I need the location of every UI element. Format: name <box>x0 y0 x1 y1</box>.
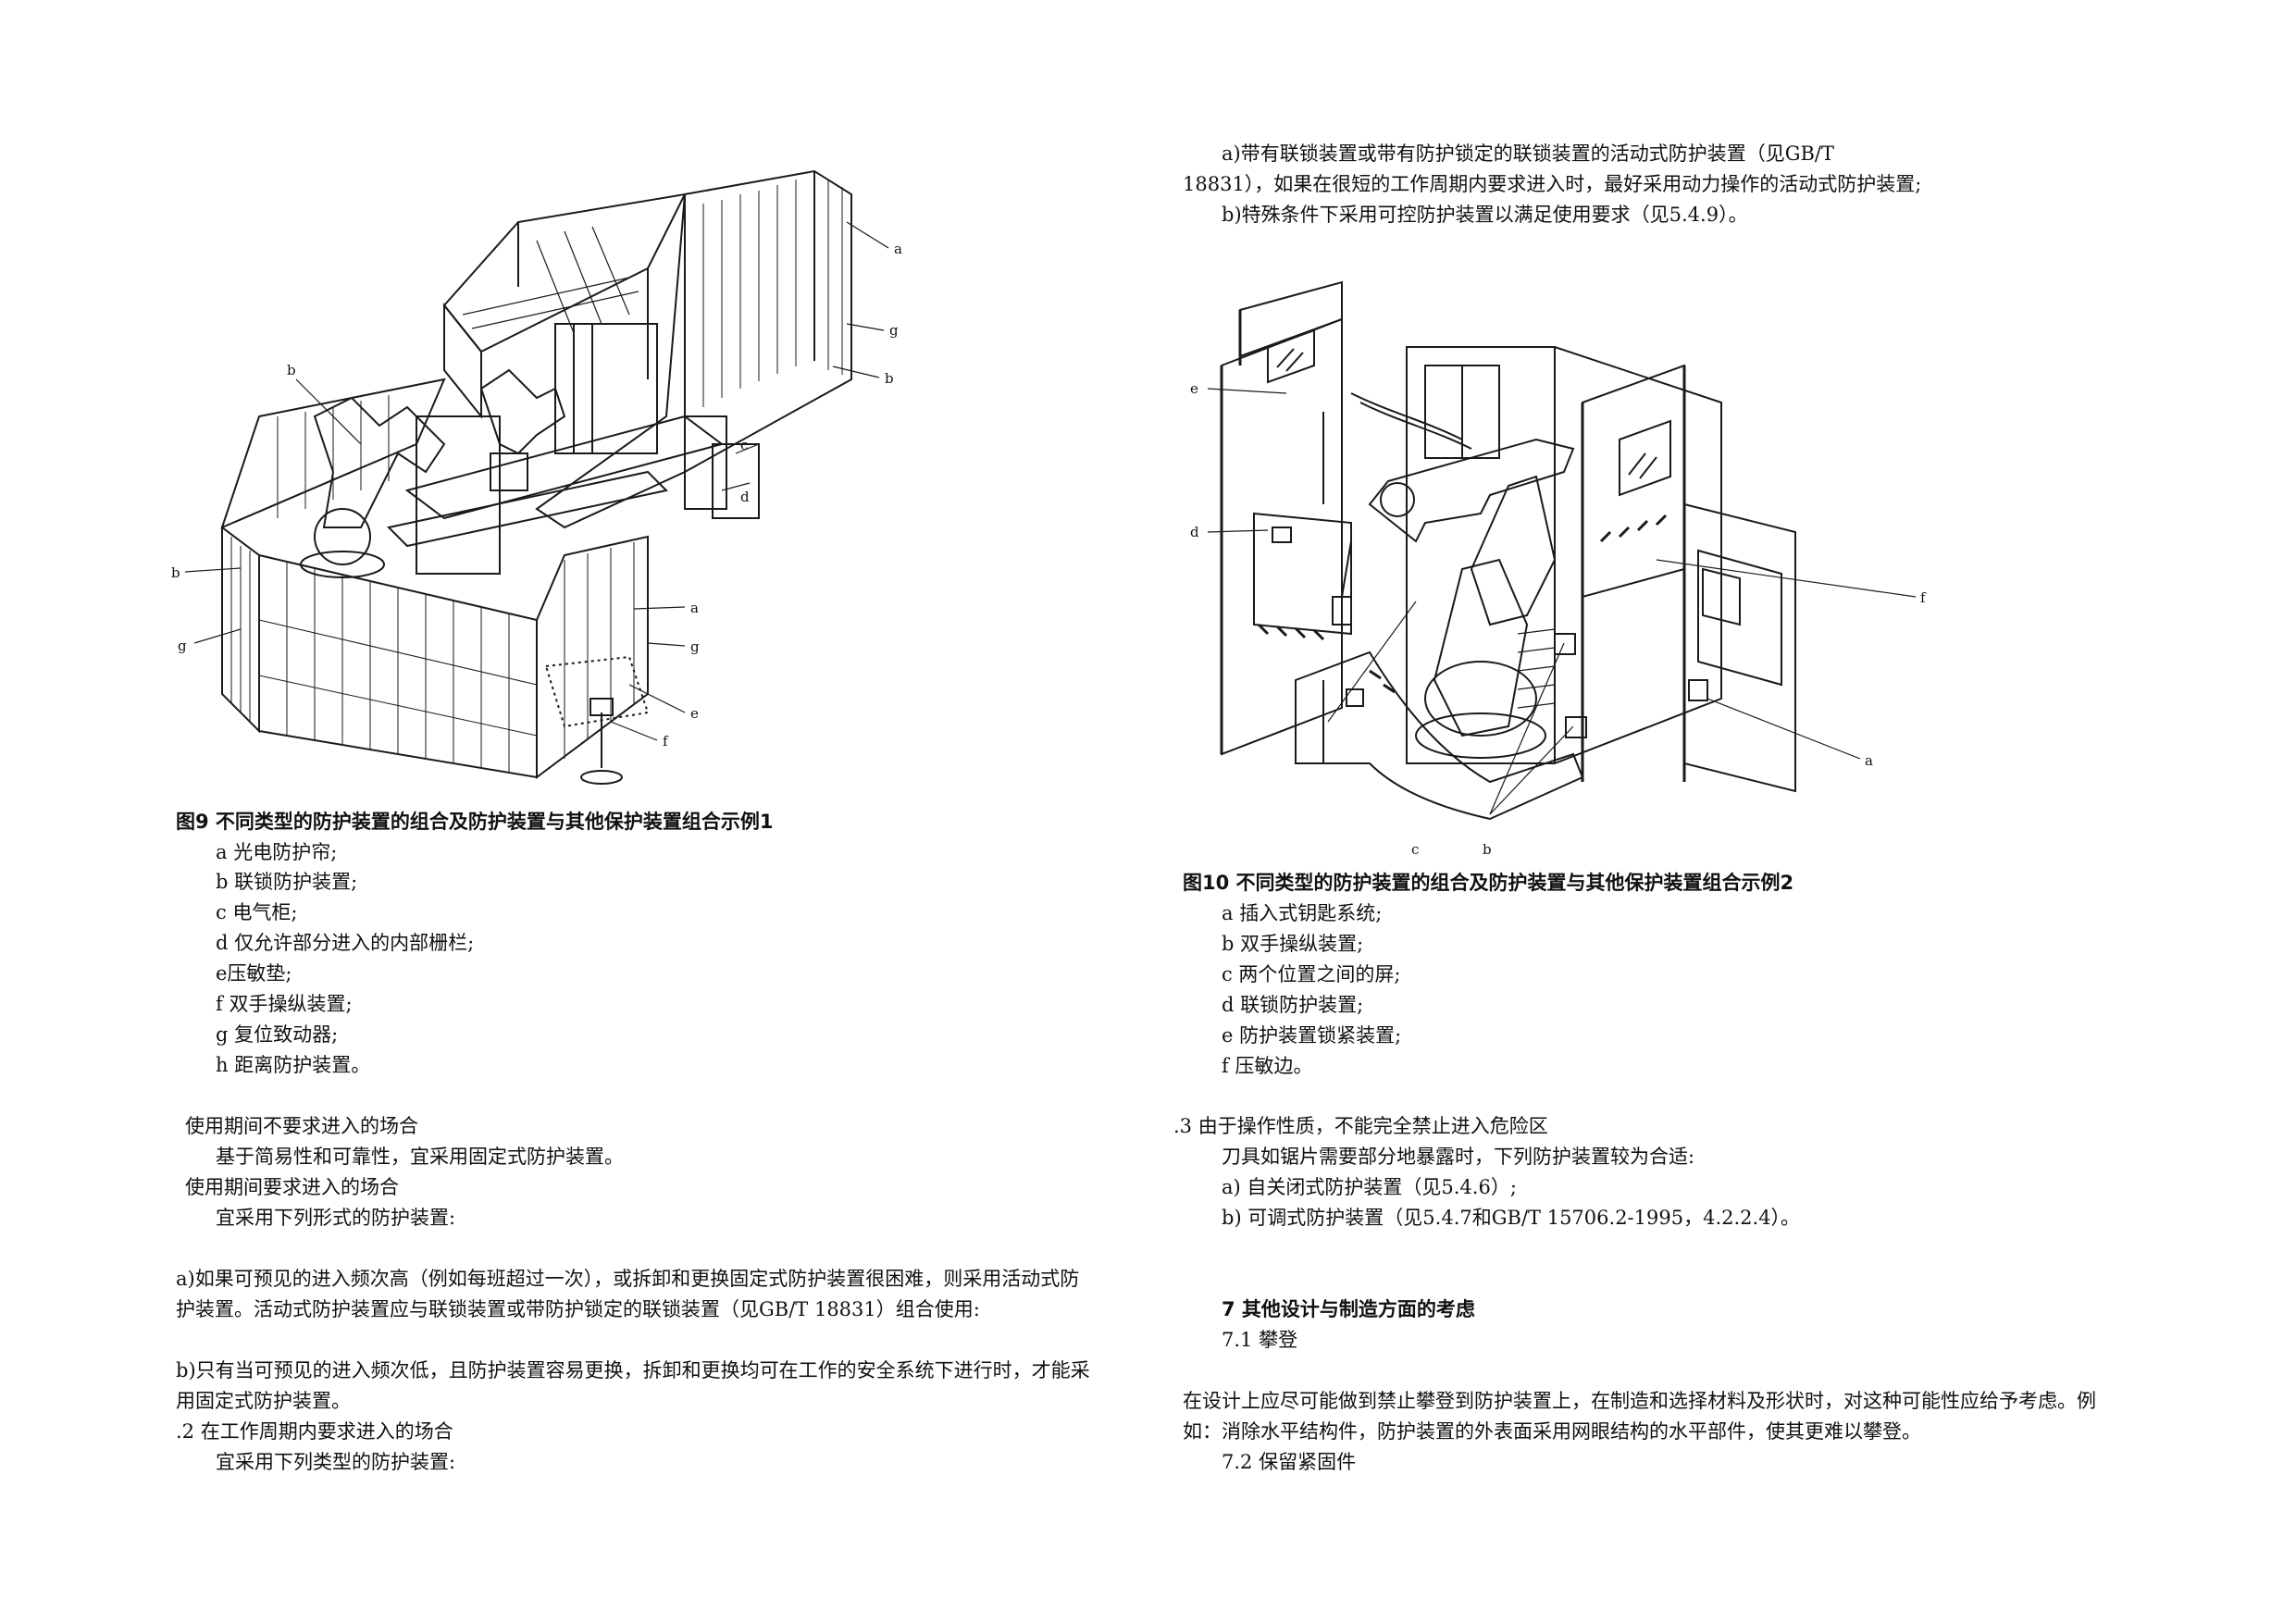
paragraph: 宜采用下列类型的防护装置: <box>216 1451 456 1473</box>
paragraph: 刀具如锯片需要部分地暴露时，下列防护装置较为合适: <box>1222 1146 1695 1168</box>
paragraph: 18831），如果在很短的工作周期内要求进入时，最好采用动力操作的活动式防护装置… <box>1183 173 1922 195</box>
fig10-callout-a: a <box>1865 752 1873 769</box>
section-heading-no-access: 使用期间不要求进入的场合 <box>185 1115 418 1137</box>
fig10-legend-item: b 双手操纵装置; <box>1222 933 1364 955</box>
paragraph: a) 自关闭式防护装置（见5.4.6）; <box>1222 1176 1517 1198</box>
section-heading-in-cycle: .2 在工作周期内要求进入的场合 <box>176 1420 453 1443</box>
paragraph: 护装置。活动式防护装置应与联锁装置或带防护锁定的联锁装置（见GB/T 18831… <box>176 1298 980 1320</box>
fig10-callout-e: e <box>1190 380 1198 397</box>
fig10-callout-b: b <box>1483 841 1492 858</box>
figure-10-caption: 图10 不同类型的防护装置的组合及防护装置与其他保护装置组合示例2 <box>1183 872 1794 894</box>
section-heading-7: 7 其他设计与制造方面的考虑 <box>1222 1298 1475 1320</box>
fig9-legend-item: h 距离防护装置。 <box>216 1054 371 1076</box>
paragraph: 如：消除水平结构件，防护装置的外表面采用网眼结构的水平部件，使其更难以攀登。 <box>1183 1420 1921 1443</box>
fig9-legend-item: c 电气柜; <box>216 901 298 923</box>
paragraph: a)如果可预见的进入频次高（例如每班超过一次），或拆卸和更换固定式防护装置很困难… <box>176 1268 1080 1290</box>
fig9-callout-b-left: b <box>287 362 296 378</box>
paragraph: 在设计上应尽可能做到禁止攀登到防护装置上，在制造和选择材料及形状时，对这种可能性… <box>1183 1390 2096 1412</box>
section-heading-7-1: 7.1 攀登 <box>1222 1329 1298 1351</box>
fig9-callout-e: e <box>690 705 699 722</box>
fig9-callout-d: d <box>740 489 750 505</box>
paragraph: 宜采用下列形式的防护装置: <box>216 1207 456 1229</box>
fig9-callout-g-front: g <box>690 638 700 655</box>
fig9-callout-b-right: b <box>885 370 894 387</box>
fig10-legend-item: d 联锁防护装置; <box>1222 994 1364 1016</box>
paragraph: b) 可调式防护装置（见5.4.7和GB/T 15706.2-1995，4.2.… <box>1222 1207 1801 1229</box>
fig9-legend-item: f 双手操纵装置; <box>216 993 353 1015</box>
paragraph: 基于简易性和可靠性，宜采用固定式防护装置。 <box>216 1146 624 1168</box>
fig9-callout-f: f <box>663 733 669 750</box>
fig9-legend-item: a 光电防护帘; <box>216 841 338 863</box>
fig9-legend-item: g 复位致动器; <box>216 1023 339 1046</box>
section-heading-partial-access: .3 由于操作性质，不能完全禁止进入危险区 <box>1173 1115 1548 1137</box>
paragraph: b)只有当可预见的进入频次低，且防护装置容易更换，拆卸和更换均可在工作的安全系统… <box>176 1359 1090 1381</box>
fig10-callout-f: f <box>1920 589 1927 606</box>
fig10-legend-item: a 插入式钥匙系统; <box>1222 902 1383 924</box>
paragraph: b)特殊条件下采用可控防护装置以满足使用要求（见5.4.9）。 <box>1222 204 1748 226</box>
fig9-legend-item: e压敏垫; <box>216 962 292 985</box>
fig9-callout-g-left: g <box>178 638 187 654</box>
fig10-legend-item: c 两个位置之间的屏; <box>1222 963 1401 985</box>
fig9-callout-g-top: g <box>889 322 899 339</box>
figure-10-illustration: e d f a c b <box>1190 280 1927 858</box>
fig9-callout-a-top: a <box>894 241 902 257</box>
paragraph: a)带有联锁装置或带有防护锁定的联锁装置的活动式防护装置（见GB/T <box>1222 142 1834 165</box>
section-heading-access-during-use: 使用期间要求进入的场合 <box>185 1176 399 1198</box>
paragraph: 用固定式防护装置。 <box>176 1390 351 1412</box>
figure-9-illustration: a g b b c d b g a g e f <box>171 169 902 785</box>
figure-9-caption: 图9 不同类型的防护装置的组合及防护装置与其他保护装置组合示例1 <box>176 811 774 833</box>
fig9-legend-item: b 联锁防护装置; <box>216 871 358 893</box>
fig10-legend-item: e 防护装置锁紧装置; <box>1222 1024 1402 1047</box>
fig9-legend-item: d 仅允许部分进入的内部栅栏; <box>216 932 475 954</box>
section-heading-7-2: 7.2 保留紧固件 <box>1222 1451 1357 1473</box>
fig10-legend-item: f 压敏边。 <box>1222 1055 1313 1077</box>
fig9-callout-a-front: a <box>690 600 699 616</box>
fig9-callout-c: c <box>740 437 748 453</box>
fig9-callout-b-front: b <box>171 564 180 581</box>
fig10-callout-c: c <box>1411 841 1419 858</box>
fig10-callout-d: d <box>1190 524 1199 540</box>
